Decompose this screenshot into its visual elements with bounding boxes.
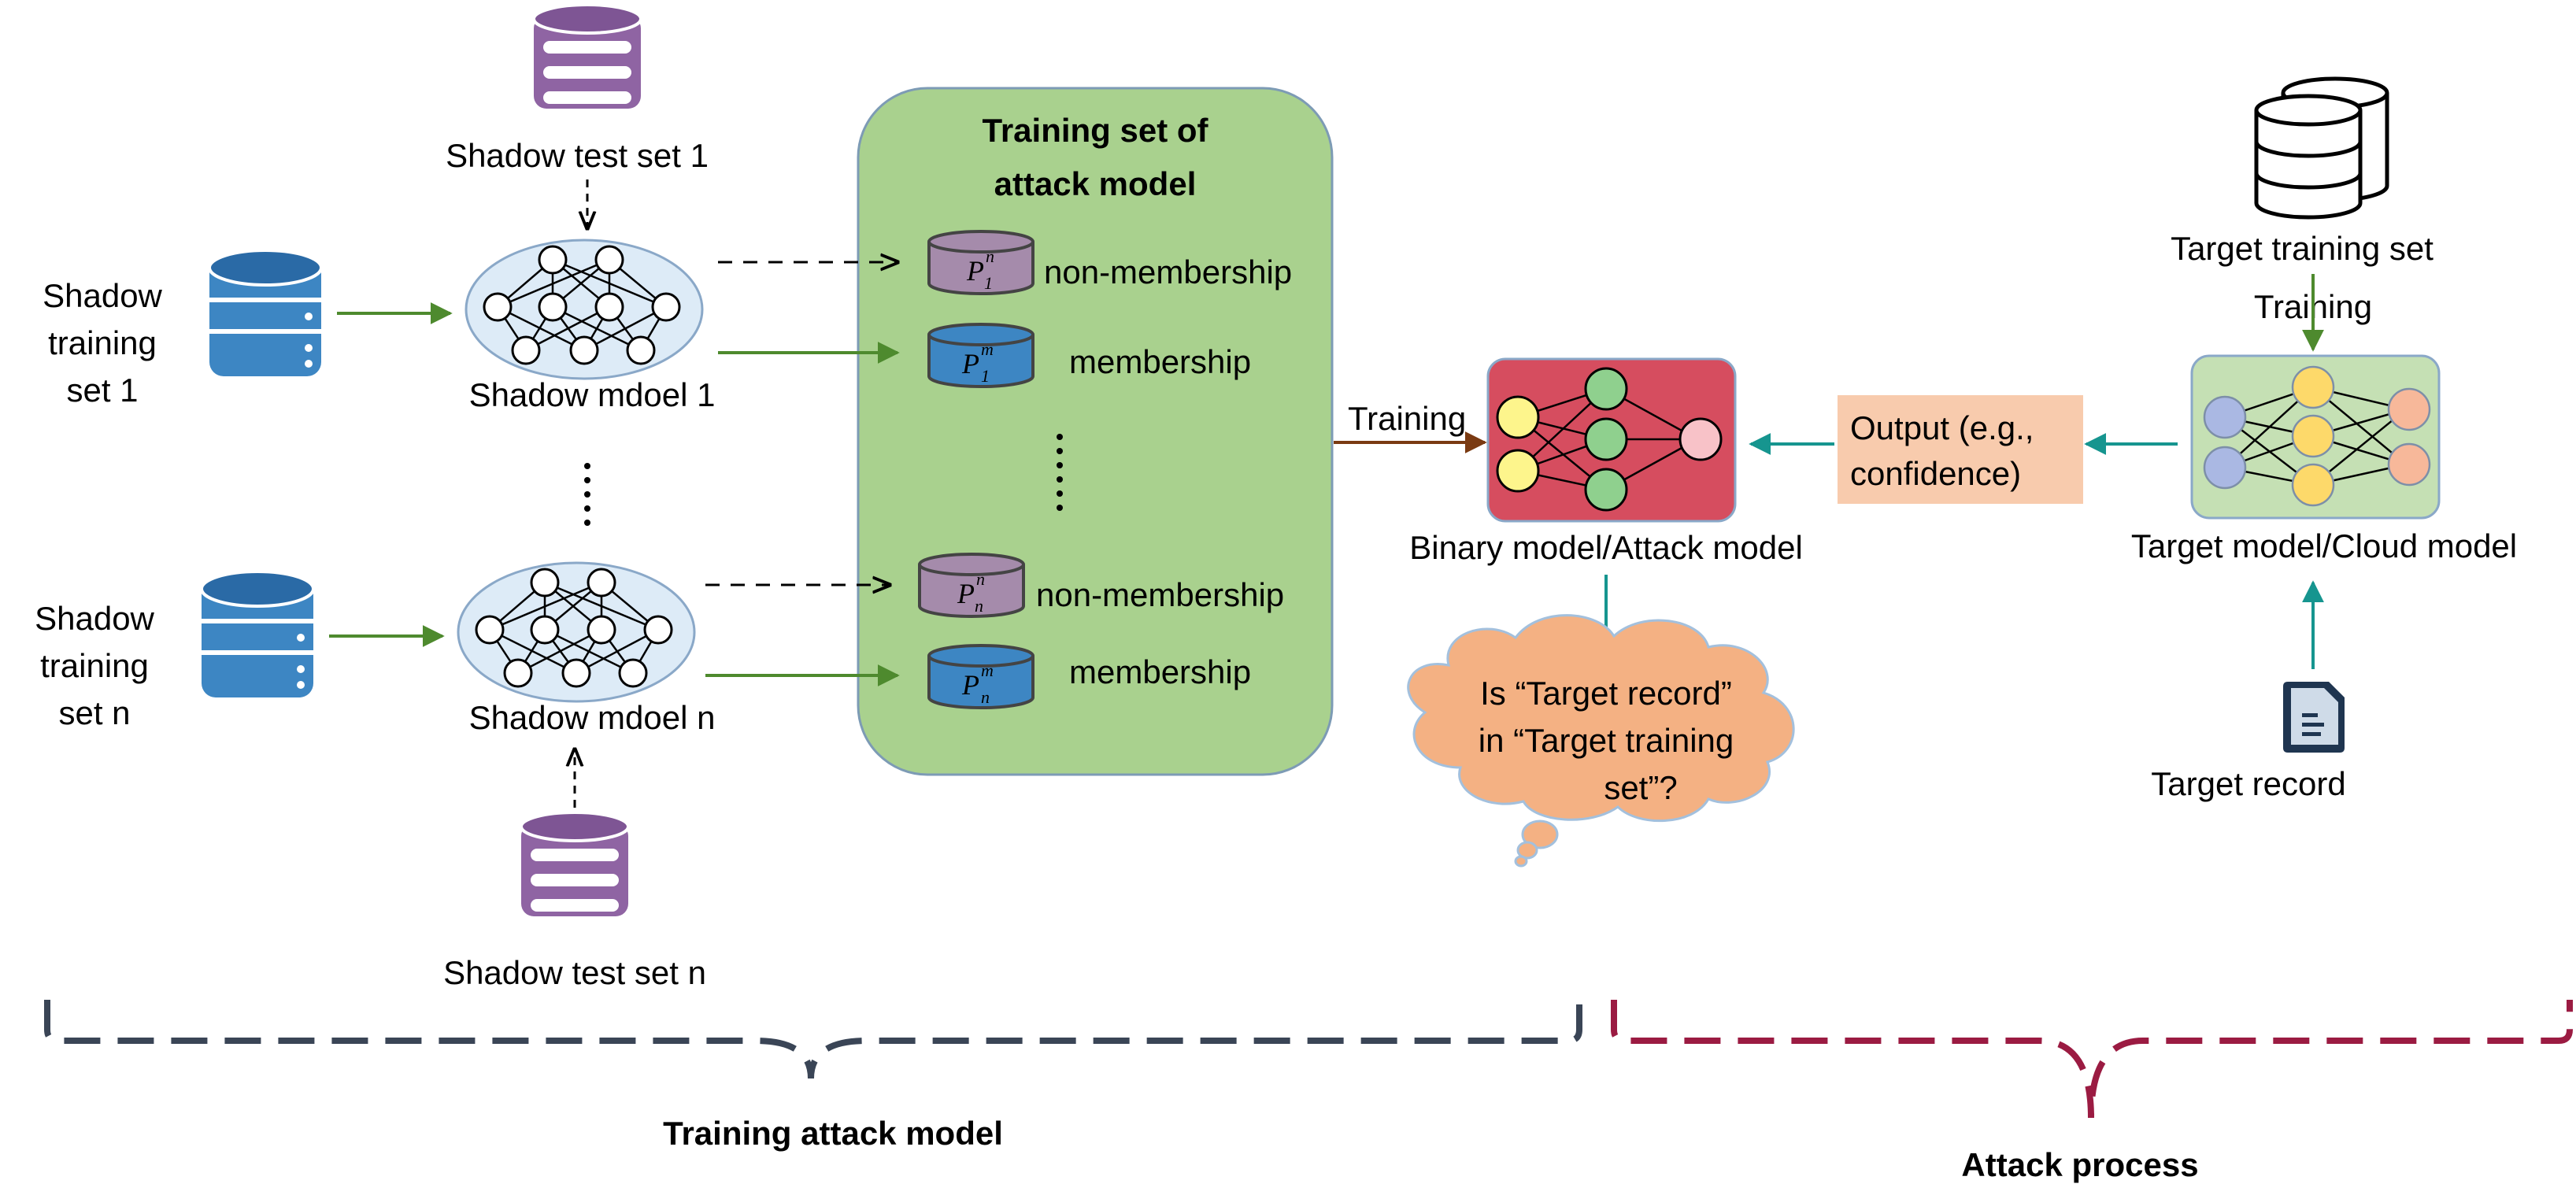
svg-text:m: m <box>981 339 994 359</box>
target-record-label: Target record <box>2151 765 2345 802</box>
target-training-set-database-icon <box>2254 76 2389 220</box>
training-set-title-line1: Training set of <box>982 112 1208 149</box>
question-cloud <box>1407 614 1795 868</box>
cloud-question-line1: Is “Target record” <box>1480 675 1732 712</box>
attack-model-icon <box>1486 357 1737 523</box>
training-arrow-label: Training <box>1348 400 1466 437</box>
svg-text:m: m <box>981 660 994 680</box>
output-box <box>1838 395 2083 504</box>
shadow-model-1-label: Shadow mdoel 1 <box>469 376 716 413</box>
svg-text:1: 1 <box>984 273 993 293</box>
shadow-training-set-1-label-l2: training <box>48 324 157 361</box>
panel-ellipsis <box>1057 434 1063 511</box>
p1-non-membership-disk: P n 1 <box>927 230 1034 295</box>
p1-membership-disk: P m 1 <box>927 323 1034 388</box>
training-set-title-line2: attack model <box>994 165 1197 202</box>
attack-process-bracket <box>1611 1000 2573 1119</box>
shadow-model-n-icon <box>457 561 696 703</box>
non-membership-label-1: non-membership <box>1044 253 1292 290</box>
svg-text:1: 1 <box>981 366 990 386</box>
training-attack-bracket <box>44 1000 1582 1079</box>
shadow-training-set-n-database-icon <box>200 570 315 697</box>
svg-text:n: n <box>981 687 990 707</box>
output-box-line1: Output (e.g., <box>1850 409 2034 446</box>
shadow-test-set-1-database-icon <box>532 3 642 109</box>
shadow-training-set-1-database-icon <box>208 249 323 376</box>
target-model-label: Target model/Cloud model <box>2131 527 2517 564</box>
membership-label-1: membership <box>1069 343 1251 380</box>
shadow-training-set-n-label-l2: training <box>40 647 149 684</box>
svg-text:n: n <box>975 596 983 616</box>
shadow-training-set-n-label-l3: set n <box>58 694 130 731</box>
cloud-question-line2: in “Target training <box>1479 722 1734 759</box>
shadow-model-1-icon <box>464 239 704 380</box>
svg-text:P: P <box>957 578 975 609</box>
membership-label-n: membership <box>1069 653 1251 690</box>
shadow-test-set-n-database-icon <box>520 811 630 916</box>
svg-text:P: P <box>966 255 984 287</box>
shadow-training-set-n-label-l1: Shadow <box>35 600 154 637</box>
output-box-line2: confidence) <box>1850 455 2021 492</box>
svg-text:P: P <box>961 348 979 379</box>
shadow-test-set-1-label: Shadow test set 1 <box>446 137 709 174</box>
shadow-training-set-1-label-l3: set 1 <box>66 372 138 409</box>
shadow-model-n-label: Shadow mdoel n <box>469 699 716 736</box>
target-model-icon <box>2190 354 2441 520</box>
target-record-document-icon <box>2283 682 2345 753</box>
attack-model-label: Binary model/Attack model <box>1409 529 1803 566</box>
section-training-attack-model: Training attack model <box>663 1115 1003 1152</box>
non-membership-label-n: non-membership <box>1036 576 1284 613</box>
cloud-question-line3: set”? <box>1604 769 1677 806</box>
svg-text:n: n <box>986 246 994 266</box>
shadow-test-set-n-label: Shadow test set n <box>443 954 706 991</box>
svg-text:n: n <box>976 569 985 589</box>
shadow-models-ellipsis <box>584 463 590 526</box>
target-training-set-label: Target training set <box>2171 230 2434 267</box>
pn-membership-disk: P m n <box>927 644 1034 709</box>
pn-non-membership-disk: P n n <box>918 553 1025 618</box>
section-attack-process: Attack process <box>1961 1146 2198 1183</box>
svg-text:P: P <box>961 669 979 701</box>
shadow-training-set-1-label-l1: Shadow <box>43 277 162 314</box>
